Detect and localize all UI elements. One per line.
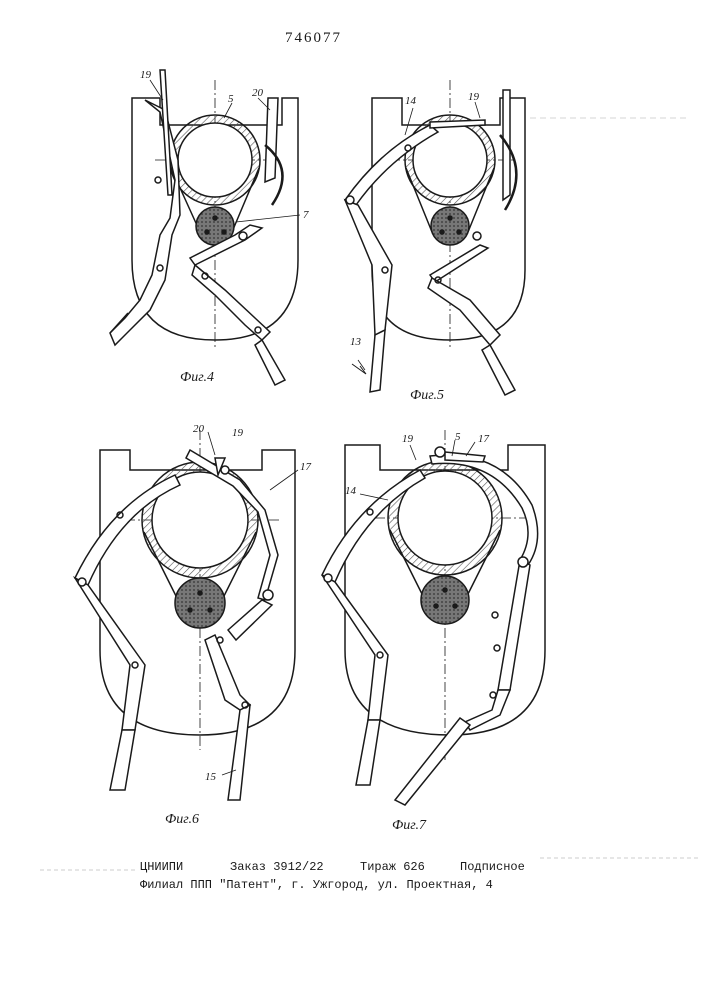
fig6-caption: Фиг.6 <box>165 812 199 828</box>
fig5-label-13: 13 <box>350 336 362 348</box>
fig5-label-19: 19 <box>468 91 480 103</box>
fig4-label-5: 5 <box>228 93 234 105</box>
fig6-label-20: 20 <box>193 423 205 435</box>
figure-6 <box>75 430 298 800</box>
fig4-label-19: 19 <box>140 69 152 81</box>
fig6-label-15: 15 <box>205 771 217 783</box>
figure-4 <box>110 70 300 385</box>
fig4-label-20: 20 <box>252 87 264 99</box>
footer-org: ЦНИИПИ <box>140 860 183 874</box>
fig7-label-5: 5 <box>455 431 461 443</box>
fig7-caption: Фиг.7 <box>392 818 426 834</box>
fig6-label-17: 17 <box>300 461 312 473</box>
footer-order: Заказ 3912/22 <box>230 860 324 874</box>
fig4-caption: Фиг.4 <box>180 370 214 386</box>
fig5-caption: Фиг.5 <box>410 388 444 404</box>
fig7-label-19: 19 <box>402 433 414 445</box>
figure-5 <box>345 80 525 395</box>
footer-run: Тираж 626 <box>360 860 425 874</box>
fig4-label-7: 7 <box>303 209 309 221</box>
fig7-label-17: 17 <box>478 433 490 445</box>
footer-address: Филиал ППП "Патент", г. Ужгород, ул. Про… <box>140 878 493 892</box>
fig6-label-19: 19 <box>232 427 244 439</box>
fig5-label-14: 14 <box>405 95 417 107</box>
footer-subscription: Подписное <box>460 860 525 874</box>
fig7-label-14: 14 <box>345 485 357 497</box>
